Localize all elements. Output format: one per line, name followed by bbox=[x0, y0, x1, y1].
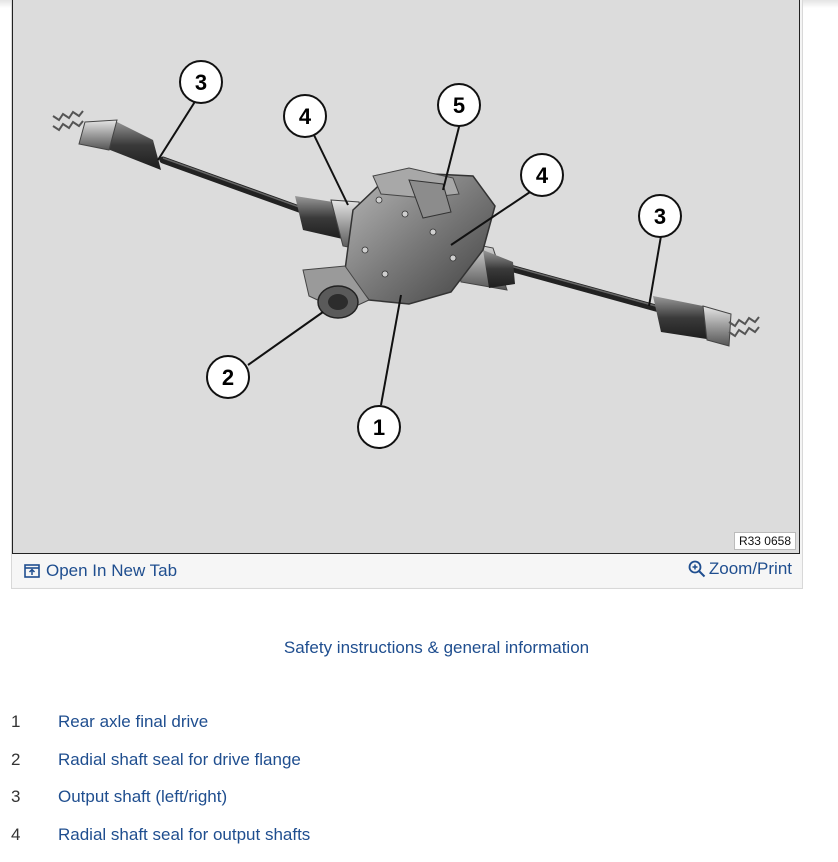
legend-link[interactable]: Output shaft (left/right) bbox=[58, 787, 228, 807]
legend-list: 1 Rear axle final drive 2 Radial shaft s… bbox=[11, 712, 310, 862]
svg-text:3: 3 bbox=[195, 70, 207, 95]
right-output-shaft bbox=[452, 239, 760, 347]
callout-4-left: 4 bbox=[283, 94, 327, 138]
zoom-print-label: Zoom/Print bbox=[708, 559, 792, 578]
legend-number: 3 bbox=[11, 787, 21, 807]
axle-diagram: 3 4 5 4 3 2 1 R33 0658 bbox=[12, 0, 800, 554]
callout-5: 5 bbox=[437, 83, 481, 127]
legend-item: 4 Radial shaft seal for output shafts bbox=[11, 825, 310, 862]
legend-number: 2 bbox=[11, 749, 21, 769]
svg-text:1: 1 bbox=[373, 415, 385, 440]
zoom-print-link[interactable]: Zoom/Print bbox=[688, 559, 792, 579]
legend-item: 3 Output shaft (left/right) bbox=[11, 787, 310, 825]
legend-number: 1 bbox=[11, 712, 21, 731]
svg-text:2: 2 bbox=[222, 365, 234, 390]
callout-1: 1 bbox=[357, 405, 401, 449]
legend-link[interactable]: Rear axle final drive bbox=[58, 712, 209, 731]
svg-text:4: 4 bbox=[299, 104, 312, 129]
callout-4-right: 4 bbox=[520, 153, 564, 197]
callout-3-left: 3 bbox=[179, 60, 223, 104]
open-in-new-tab-label: Open In New Tab bbox=[46, 561, 178, 580]
svg-text:3: 3 bbox=[654, 204, 666, 229]
legend-link[interactable]: Radial shaft seal for drive flange bbox=[58, 749, 301, 769]
magnifier-plus-icon bbox=[688, 560, 706, 578]
legend-item: 2 Radial shaft seal for drive flange bbox=[11, 750, 310, 788]
left-output-shaft bbox=[52, 110, 364, 251]
legend-link[interactable]: Radial shaft seal for output shafts bbox=[58, 824, 311, 844]
leader-lines bbox=[157, 99, 662, 406]
axle-illustration: 3 4 5 4 3 2 1 bbox=[52, 60, 760, 449]
figure-reference-code: R33 0658 bbox=[733, 532, 796, 550]
legend-number: 4 bbox=[11, 824, 21, 844]
callout-3-right: 3 bbox=[638, 194, 682, 238]
callout-2: 2 bbox=[206, 355, 250, 399]
svg-text:5: 5 bbox=[453, 93, 465, 118]
legend-item: 1 Rear axle final drive bbox=[11, 712, 310, 750]
svg-text:4: 4 bbox=[536, 163, 549, 188]
final-drive-housing bbox=[302, 167, 496, 319]
figure-toolbar: Open In New Tab Zoom/Print bbox=[12, 554, 800, 587]
open-in-new-tab-link[interactable]: Open In New Tab bbox=[24, 561, 177, 581]
external-tab-icon bbox=[24, 564, 40, 578]
safety-instructions-link[interactable]: Safety instructions & general informatio… bbox=[283, 638, 590, 657]
